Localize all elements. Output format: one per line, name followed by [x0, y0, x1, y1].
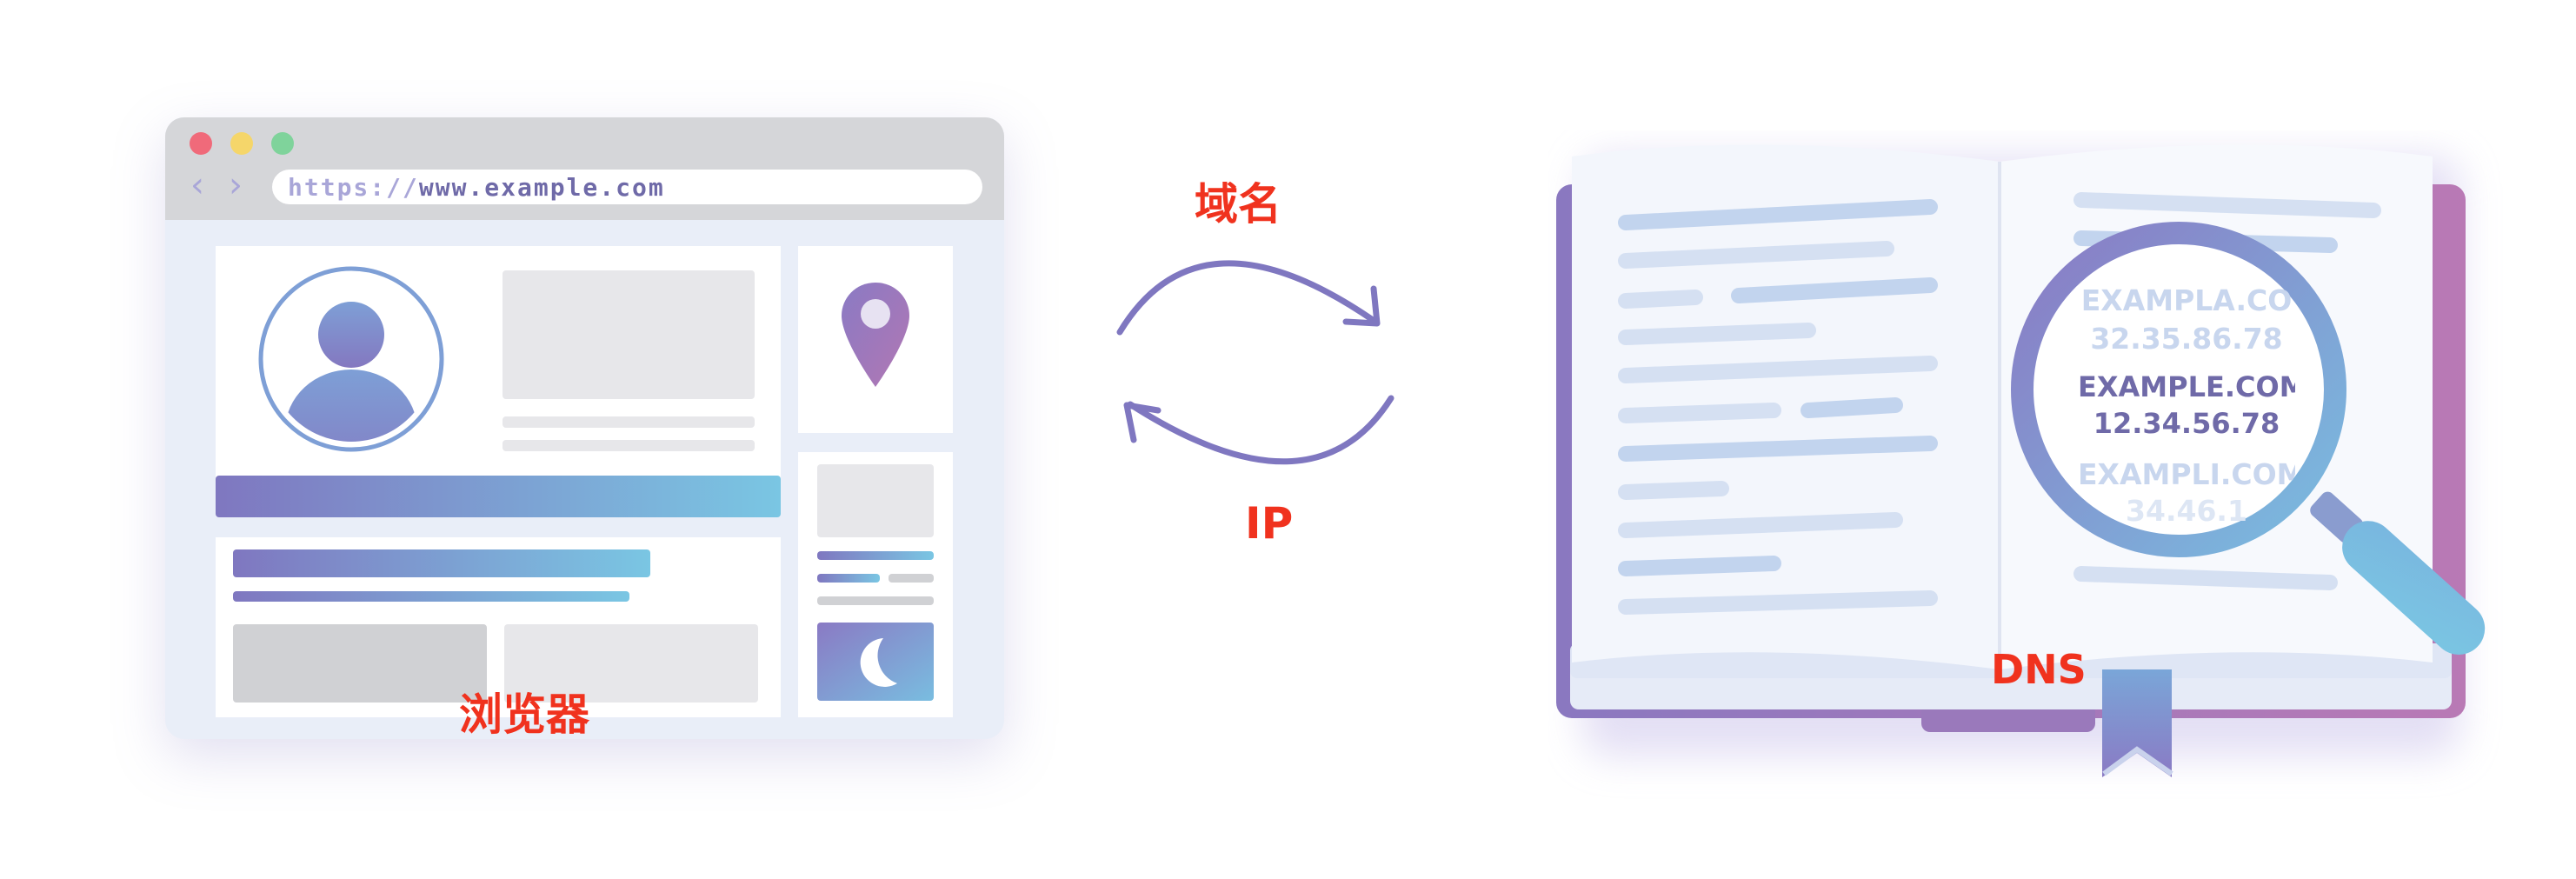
lookup-ip-below: 34.46.1	[2126, 494, 2247, 528]
close-window-dot[interactable]	[190, 132, 212, 155]
lookup-focus-domain: EXAMPLE.COM:	[2078, 370, 2295, 403]
url-scheme: https://	[288, 173, 419, 202]
dns-book-icon	[1556, 144, 2486, 777]
forward-chevron-icon[interactable]: ›	[229, 165, 243, 205]
back-chevron-icon[interactable]: ‹	[190, 165, 204, 205]
image-placeholder	[503, 270, 755, 399]
request-response-cycle-icon	[1116, 260, 1395, 465]
browser-titlebar: ‹ › https://www.example.com	[165, 117, 1004, 220]
content-heading-bar	[233, 549, 650, 577]
text-line-placeholder	[889, 574, 934, 583]
accent-line	[817, 574, 880, 583]
accent-line	[817, 551, 934, 560]
text-line-placeholder	[503, 440, 755, 451]
map-card	[798, 246, 953, 433]
ip-label: IP	[1245, 498, 1294, 549]
text-line-placeholder	[817, 596, 934, 605]
minimize-window-dot[interactable]	[230, 132, 253, 155]
banner-bar	[216, 476, 781, 517]
lookup-entry-above: EXAMPLA.CO	[2080, 283, 2293, 317]
profile-card	[216, 246, 781, 489]
location-pin-icon	[842, 283, 909, 387]
browser-window: ‹ › https://www.example.com	[165, 117, 1004, 739]
sidebar-card	[798, 452, 953, 717]
text-line-placeholder	[503, 416, 755, 428]
content-subheading-bar	[233, 591, 629, 602]
magnifier-content: EXAMPLA.CO 32.35.86.78 EXAMPLE.COM: 12.3…	[2078, 261, 2295, 574]
url-host: www.example.com	[418, 173, 665, 202]
image-placeholder	[233, 624, 487, 703]
dns-label: DNS	[1991, 646, 2087, 693]
browser-label: 浏览器	[459, 689, 589, 740]
content-card	[216, 537, 781, 717]
maximize-window-dot[interactable]	[271, 132, 294, 155]
address-url: https://www.example.com	[288, 173, 665, 202]
lookup-focus-ip: 12.34.56.78	[2093, 407, 2280, 440]
lookup-entry-below: EXAMPLI.COM	[2078, 457, 2295, 491]
user-avatar-icon	[258, 266, 444, 452]
image-placeholder	[504, 624, 758, 703]
dark-mode-moon-icon[interactable]	[817, 623, 934, 701]
lookup-ip-above: 32.35.86.78	[2090, 322, 2283, 356]
image-placeholder	[817, 464, 934, 537]
domain-name-label: 域名	[1195, 179, 1281, 230]
address-bar[interactable]: https://www.example.com	[272, 170, 982, 204]
